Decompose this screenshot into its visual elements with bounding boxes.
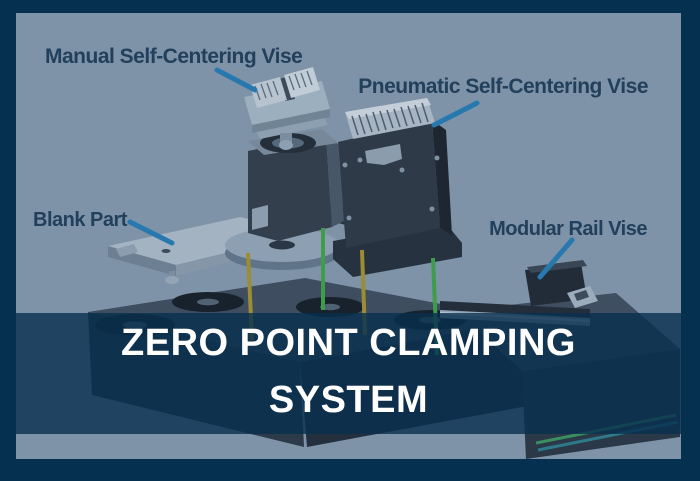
manual-vise-illustration xyxy=(244,67,330,150)
label-pneumatic-self-centering-vise: Pneumatic Self-Centering Vise xyxy=(358,75,648,98)
diagram-canvas: Manual Self-Centering Vise Pneumatic Sel… xyxy=(16,13,681,459)
leader-line-manual xyxy=(214,67,258,93)
title-line-1: ZERO POINT CLAMPING xyxy=(121,322,576,364)
leader-line-pneumatic xyxy=(431,100,480,128)
leader-line-modular xyxy=(537,237,575,280)
pneumatic-vise-illustration xyxy=(333,98,462,277)
center-vise-column-illustration xyxy=(225,129,362,270)
label-manual-self-centering-vise: Manual Self-Centering Vise xyxy=(45,45,303,68)
leader-line-blank xyxy=(127,219,175,246)
title-line-2: SYSTEM xyxy=(268,379,429,421)
leader-lines xyxy=(127,67,575,280)
label-modular-rail-vise: Modular Rail Vise xyxy=(489,218,647,240)
title-banner: ZERO POINT CLAMPING SYSTEM xyxy=(16,313,681,434)
label-blank-part: Blank Part xyxy=(33,209,127,231)
